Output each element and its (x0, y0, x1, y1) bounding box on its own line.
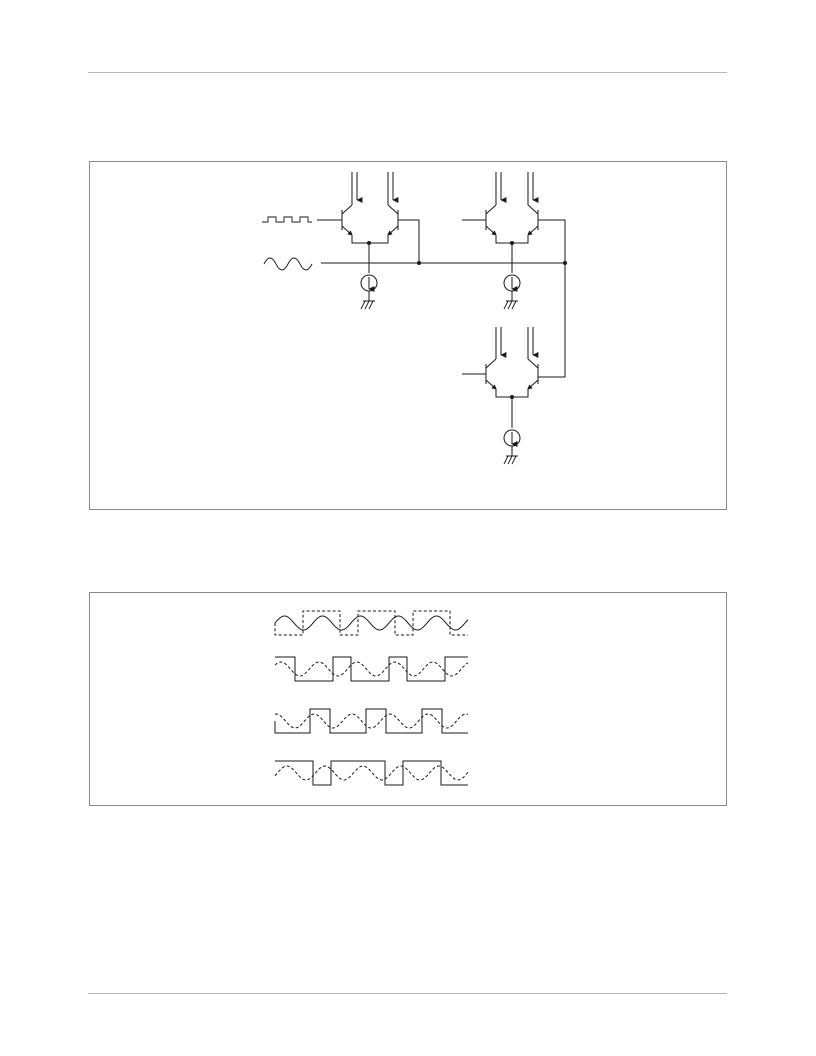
stage2-differential-pair (462, 172, 566, 378)
waveform-trace-2 (274, 656, 469, 682)
npn-transistor-icon (527, 172, 539, 236)
stage3-differential-pair (462, 327, 539, 428)
waveform-trace-4 (274, 760, 469, 786)
current-source-icon (503, 274, 521, 301)
stage1-differential-pair (262, 172, 420, 273)
square-wave (275, 760, 468, 786)
sine-wave-input-icon (263, 257, 313, 271)
ground-icon (360, 300, 375, 310)
footer-rule (88, 993, 727, 994)
circuit-schematic (262, 172, 567, 465)
junction-dot-icon (417, 261, 421, 265)
waveform-diagram (274, 610, 469, 786)
header-rule (88, 72, 727, 73)
waveform-trace-1 (274, 610, 469, 636)
waveform-figure-frame (89, 592, 727, 806)
npn-transistor-icon (387, 172, 399, 236)
square-wave-input-icon (262, 216, 312, 223)
npn-transistor-icon (485, 172, 497, 236)
square-wave (274, 610, 468, 636)
npn-transistor-icon (485, 327, 497, 390)
circuit-figure-frame (89, 161, 727, 510)
sine-wave (274, 713, 469, 729)
square-wave (275, 656, 468, 682)
sine-wave (274, 661, 469, 677)
sine-wave (274, 615, 469, 631)
npn-transistor-icon (341, 172, 353, 236)
current-source-icon (503, 429, 521, 456)
npn-transistor-icon (527, 327, 539, 390)
waveform-trace-3 (274, 708, 469, 734)
ground-icon (503, 455, 518, 465)
sine-wave (274, 765, 469, 781)
square-wave (274, 708, 468, 734)
current-source-icon (360, 274, 378, 301)
ground-icon (503, 300, 518, 310)
